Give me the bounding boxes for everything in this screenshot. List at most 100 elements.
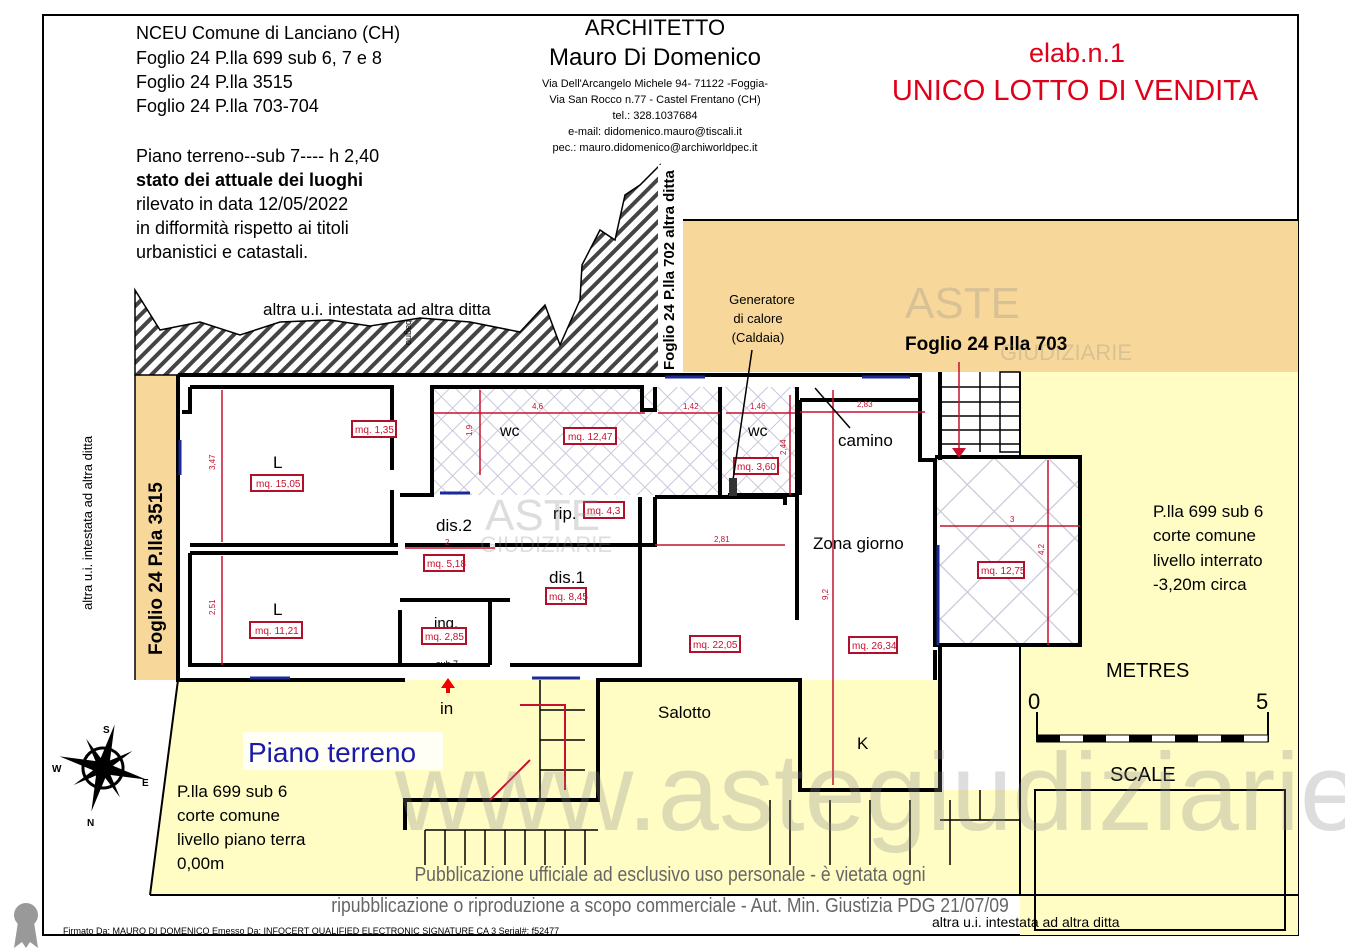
room-area: mq. 12,75 — [981, 566, 1026, 577]
label: Pubblicazione ufficiale ad esclusivo uso… — [414, 863, 925, 885]
room-area: mq. 22,05 — [693, 640, 738, 651]
corte-right-area — [1020, 372, 1298, 935]
label: 0 — [1028, 689, 1040, 714]
label: (Caldaia) — [732, 330, 785, 345]
label: pec.: mauro.didomenico@archiworldpec.it — [553, 142, 758, 154]
label: 1,46 — [750, 402, 766, 411]
label: elab.n.1 — [1029, 38, 1125, 68]
label: altra u.i. intestata ad altra ditta — [80, 435, 95, 610]
room-area: mq. 1,35 — [355, 425, 394, 436]
neighbour-unit-hatch — [134, 163, 661, 376]
label: urbanistici e catastali. — [136, 242, 308, 262]
room-area: mq. 12,47 — [568, 432, 613, 443]
windows — [178, 375, 940, 680]
plan-labels: altra u.i. intestata ad altra ditta Fogl… — [80, 170, 1263, 930]
disclaimer: Pubblicazione ufficiale ad esclusivo uso… — [331, 863, 1009, 916]
label: 4,2 — [1037, 543, 1046, 555]
room-area: mq. 8,45 — [549, 592, 588, 603]
label: 2,81 — [714, 535, 730, 544]
label: Generatore — [729, 292, 795, 307]
room-name: wc — [499, 423, 520, 440]
label: 2,83 — [857, 400, 873, 409]
label: Foglio 24 P.lla 703 — [905, 334, 1067, 355]
label: E — [142, 778, 149, 789]
room-name: L — [273, 600, 282, 619]
parcel-703-area — [683, 220, 1298, 372]
label: METRES — [1106, 660, 1189, 682]
label: N — [87, 818, 94, 829]
label: ripubblicazione o riproduzione a scopo c… — [331, 894, 1009, 916]
room-area: mq. 3,60 — [737, 462, 776, 473]
label: bagno — [404, 320, 414, 345]
label: Foglio 24 P.lla 3515 — [136, 72, 293, 92]
label: UNICO LOTTO DI VENDITA — [892, 75, 1259, 107]
room-name: L — [273, 453, 282, 472]
signature-seal-icon — [14, 903, 38, 948]
label: P.lla 699 sub 6 — [177, 782, 287, 801]
label: in difformità rispetto ai titoli — [136, 218, 349, 238]
label: 1,9 — [465, 424, 474, 436]
label: corte comune — [1153, 526, 1256, 545]
room-name: rip. — [553, 504, 577, 523]
label: 4,6 — [532, 402, 544, 411]
label: altra u.i. intestata ad altra ditta — [932, 914, 1120, 930]
watermark-site: www.astegiudiziarie.it — [394, 731, 1345, 854]
label: GIUDIZIARIE — [1000, 340, 1132, 365]
parcel-3515-strip — [135, 375, 178, 680]
label: Mauro Di Domenico — [549, 44, 761, 71]
label: 0,00m — [177, 854, 224, 873]
scale-bar: METRES 0 5 SCALE — [1028, 660, 1269, 786]
room-area: mq. 15,05 — [256, 479, 301, 490]
label: -3,20m circa — [1153, 575, 1247, 594]
label: Piano terreno--sub 7---- h 2,40 — [136, 146, 379, 166]
room-name: wc — [747, 423, 768, 440]
label: stato dei attuale dei luoghi — [136, 170, 363, 190]
label: rilevato in data 12/05/2022 — [136, 194, 348, 214]
label: Foglio 24 P.lla 3515 — [146, 482, 167, 655]
room-name: Zona giorno — [813, 534, 904, 553]
label: Via Dell'Arcangelo Michele 94- 71122 -Fo… — [542, 78, 768, 90]
room-area: mq. 2,85 — [425, 632, 464, 643]
digital-signature: Firmato Da: MAURO DI DOMENICO Emesso Da:… — [63, 926, 559, 936]
label: Via San Rocco n.77 - Castel Frentano (CH… — [549, 94, 760, 106]
room-name: Salotto — [658, 703, 711, 722]
watermark-logo: ASTE — [485, 491, 600, 540]
room-area: mq. 26,34 — [852, 641, 897, 652]
label: sub 7 — [436, 659, 458, 669]
label: in — [440, 699, 453, 718]
label: livello interrato — [1153, 551, 1263, 570]
label: 3 — [1010, 515, 1015, 524]
label: NCEU Comune di Lanciano (CH) — [136, 23, 400, 43]
label: livello piano terra — [177, 830, 306, 849]
room-name: dis.1 — [549, 568, 585, 587]
label: corte comune — [177, 806, 280, 825]
label: SCALE — [1110, 764, 1176, 786]
architect-block: ARCHITETTO Mauro Di Domenico Via Dell'Ar… — [542, 15, 768, 154]
room-labels: L mq. 15,05 L mq. 11,21 mq. 1,35 wc mq. … — [249, 420, 1026, 753]
floor-title: Piano terreno — [248, 737, 416, 768]
label: altra u.i. intestata ad altra ditta — [263, 300, 491, 319]
label: 2,44 — [779, 439, 788, 455]
stairs — [405, 371, 1021, 865]
header-block: NCEU Comune di Lanciano (CH) Foglio 24 P… — [136, 23, 400, 262]
label: e-mail: didomenico.mauro@tiscali.it — [568, 126, 742, 138]
dimension-lines — [221, 362, 1080, 785]
room-area: mq. 5,18 — [427, 559, 466, 570]
label: 3,47 — [208, 454, 217, 470]
label: ARCHITETTO — [585, 15, 725, 40]
compass-rose-icon — [59, 724, 147, 812]
label: ASTE — [905, 279, 1020, 328]
dimension-values: 3,47 2,51 4,6 1,9 1,42 1,46 2,44 2,83 2 … — [208, 400, 1046, 615]
label: Foglio 24 P.lla 703-704 — [136, 96, 319, 116]
label: 2 — [445, 538, 450, 547]
elab-title: elab.n.1 UNICO LOTTO DI VENDITA — [892, 38, 1259, 107]
label: 1,42 — [683, 402, 699, 411]
room-name: K — [857, 734, 869, 753]
label: tel.: 328.1037684 — [612, 110, 697, 122]
label: S — [103, 725, 110, 736]
label: di calore — [733, 311, 782, 326]
terrace-tile — [935, 457, 1080, 645]
label: Foglio 24 P.lla 702 altra ditta — [661, 170, 678, 370]
room-area: mq. 4,3 — [587, 506, 621, 517]
